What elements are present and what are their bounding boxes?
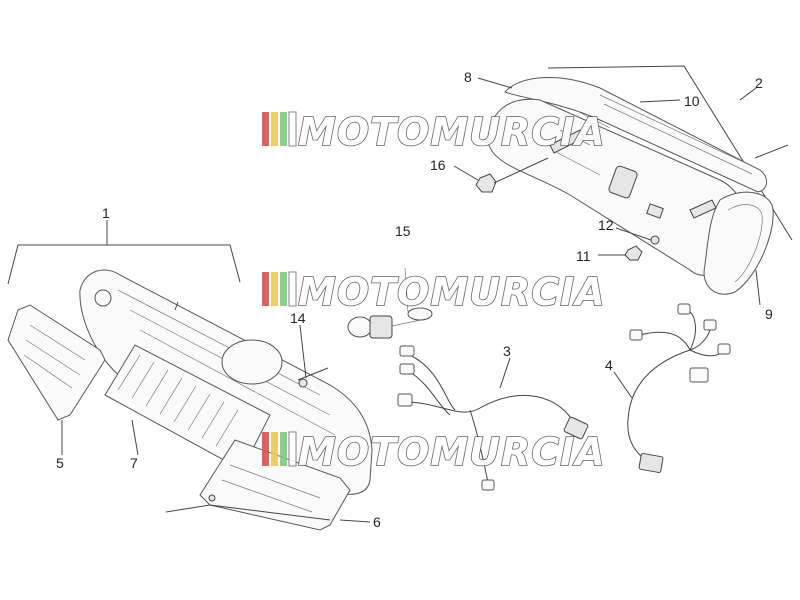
watermark-stripe xyxy=(288,431,297,467)
part-label-15: 15 xyxy=(395,223,411,239)
watermark-stripe xyxy=(271,272,278,306)
watermark-stripe xyxy=(262,112,269,146)
bracket-1 xyxy=(7,244,241,285)
reflector-7 xyxy=(104,344,271,471)
watermark-bottom: MOTOMURCIA xyxy=(262,429,606,475)
wiring-harness-4 xyxy=(627,303,731,473)
part-label-10: 10 xyxy=(684,93,700,109)
watermark-stripe xyxy=(271,432,278,466)
part-label-2: 2 xyxy=(755,75,763,91)
watermark-stripe xyxy=(271,112,278,146)
fasteners-11-12 xyxy=(598,227,660,261)
watermark-stripe xyxy=(280,112,287,146)
watermark-text: MOTOMURCIA xyxy=(298,270,606,314)
watermark-stripe xyxy=(288,271,297,307)
bulb-15-and-screw-14 xyxy=(297,267,433,388)
watermark-top: MOTOMURCIA xyxy=(262,109,606,155)
watermark-stripe xyxy=(280,272,287,306)
watermark-stripe xyxy=(262,432,269,466)
front-light-assembly xyxy=(7,220,373,531)
watermark-text: MOTOMURCIA xyxy=(298,110,606,154)
part-label-7: 7 xyxy=(130,455,138,471)
part-label-11: 11 xyxy=(576,248,591,264)
screw-14 xyxy=(297,367,329,381)
part-label-14: 14 xyxy=(290,310,306,326)
part-label-3: 3 xyxy=(503,343,511,359)
screw-top-right xyxy=(754,144,789,159)
part-label-5: 5 xyxy=(56,455,64,471)
part-label-16: 16 xyxy=(430,157,446,173)
bulb-socket-front xyxy=(221,339,283,385)
watermark-stripe xyxy=(262,272,269,306)
watermark-stripe xyxy=(288,111,297,147)
part-label-12: 12 xyxy=(598,217,614,233)
watermark-stripe xyxy=(280,432,287,466)
leader-lines xyxy=(61,77,761,523)
lens-9 xyxy=(703,191,774,295)
lens-5 xyxy=(7,304,106,421)
part-label-6: 6 xyxy=(373,514,381,530)
part-label-9: 9 xyxy=(765,306,773,322)
strip-10 xyxy=(599,94,753,175)
part-label-4: 4 xyxy=(605,357,613,373)
rear-light-assembly xyxy=(487,65,793,295)
watermark-text: MOTOMURCIA xyxy=(298,430,606,474)
part-label-8: 8 xyxy=(464,69,472,85)
watermark-middle: MOTOMURCIA xyxy=(262,269,606,315)
wiring-harness-3 xyxy=(397,345,589,491)
screw-6 xyxy=(165,504,211,513)
bulb-15 xyxy=(347,316,373,338)
bulb-socket xyxy=(608,165,638,199)
nut-16 xyxy=(453,157,549,193)
part-label-1: 1 xyxy=(102,205,110,221)
stud-bolt xyxy=(549,129,585,154)
lens-6 xyxy=(199,439,351,531)
